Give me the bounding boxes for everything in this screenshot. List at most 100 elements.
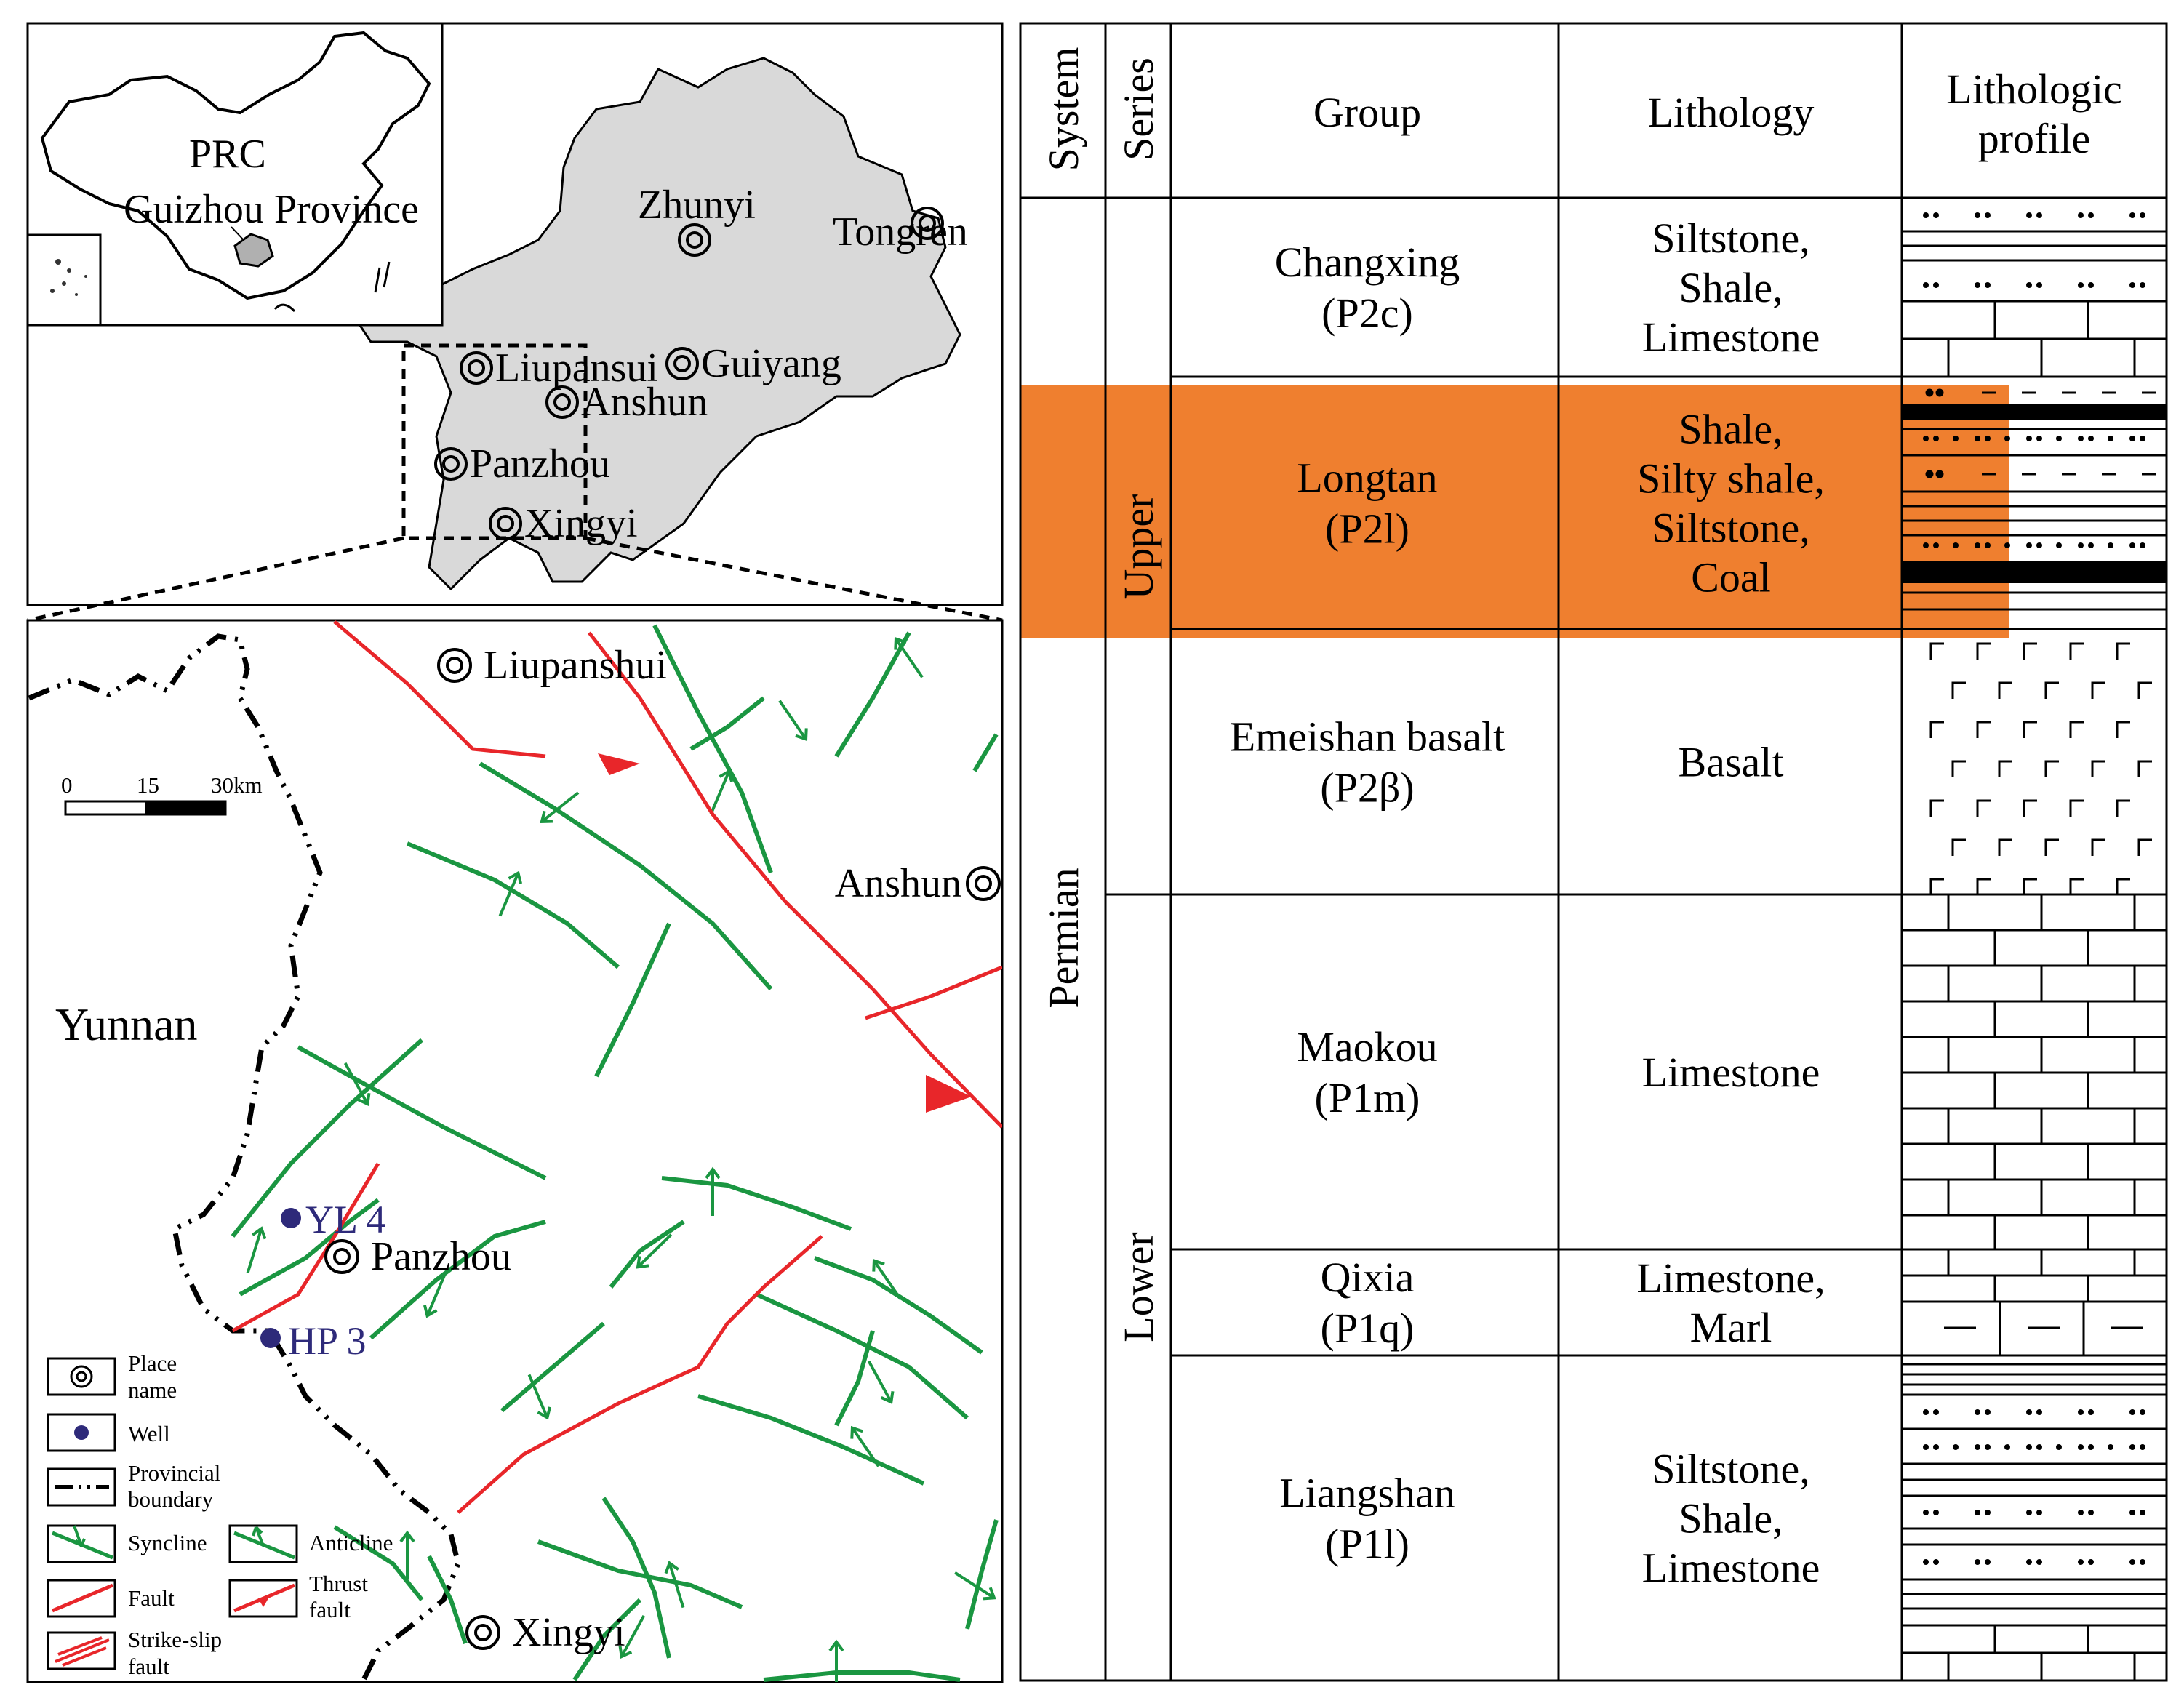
lithology-changxing: Siltstone,Shale,Limestone <box>1642 215 1820 361</box>
inset-map: PRC Guizhou Province ZhunyiTongrenLiupan… <box>26 22 1004 606</box>
lithology-maokou: Limestone <box>1642 1049 1820 1096</box>
group-name-line: Longtan <box>1297 454 1437 502</box>
study-area-box <box>401 343 588 540</box>
group-name-line: (P1l) <box>1325 1521 1409 1568</box>
place-marker-icon <box>545 385 579 419</box>
well-label-hp3: HP 3 <box>288 1319 367 1363</box>
place-panzhou: Panzhou <box>324 1234 511 1279</box>
marl-pattern <box>1944 1302 2143 1355</box>
fold-arrow <box>850 1425 880 1467</box>
lithology-line: Limestone <box>1642 313 1820 361</box>
fold-arrow <box>828 1639 844 1682</box>
group-name-line: (P1q) <box>1321 1305 1415 1352</box>
legend-boundary-1: Provincial <box>128 1460 220 1486</box>
group-changxing: Changxing(P2c) <box>1275 239 1460 337</box>
inset-city-guiyang: Guiyang <box>665 341 841 386</box>
coal-seam <box>1902 561 2167 583</box>
fold-arrow <box>953 1571 996 1601</box>
lithology-line: Coal <box>1691 554 1771 601</box>
legend-strike-slip-1: Strike-slip <box>128 1627 222 1652</box>
siltstone-pattern <box>1923 1510 2145 1515</box>
inset-city-zhunyi: Zhunyi <box>638 183 756 257</box>
yunnan-label: Yunnan <box>55 998 198 1050</box>
fold-arrows <box>246 636 996 1682</box>
fold-arrow <box>664 1561 685 1609</box>
fold-arrow <box>709 769 734 815</box>
fold-arrow <box>399 1530 415 1579</box>
fold-arrow <box>778 700 808 742</box>
place-marker-icon <box>434 447 468 481</box>
place-anshun: Anshun <box>835 861 1001 906</box>
inset-city-label: Tongren <box>833 209 968 255</box>
lithology-qixia: Limestone,Marl <box>1636 1254 1825 1351</box>
inset-city-tongren: Tongren <box>833 207 968 255</box>
fold-axes <box>231 624 999 1682</box>
group-name-line: Emeishan basalt <box>1230 713 1505 761</box>
siltstone-pattern <box>1923 212 2145 218</box>
lithology-line: Limestone, <box>1636 1254 1825 1302</box>
group-name-line: (P1m) <box>1315 1074 1420 1121</box>
fold-arrow <box>498 870 523 917</box>
limestone-pattern <box>1902 894 2167 1249</box>
inset-city-label: Xingyi <box>524 501 638 546</box>
zoom-line-right <box>585 536 1003 622</box>
place-xingyi: Xingyi <box>465 1610 625 1655</box>
header-group: Group <box>1313 89 1421 136</box>
lithology-emeishan-basalt: Basalt <box>1679 739 1784 786</box>
system-permian: Permian <box>1040 868 1087 1008</box>
group-name-line: (P2β) <box>1320 764 1414 812</box>
group-maokou: Maokou(P1m) <box>1297 1023 1437 1121</box>
lithology-line: Shale, <box>1679 406 1783 453</box>
inset-city-label: Panzhou <box>470 441 610 486</box>
place-label: Anshun <box>835 861 961 906</box>
series-upper: Upper <box>1115 494 1162 600</box>
place-name-icon <box>70 1365 93 1388</box>
group-name-line: (P2c) <box>1321 289 1413 337</box>
inset-city-label: Anshun <box>581 380 708 425</box>
inset-city-label: Guiyang <box>701 341 841 386</box>
header-profile-2: profile <box>1978 115 2091 162</box>
prc-label: PRC <box>189 132 266 177</box>
lithology-line: Siltstone, <box>1652 1446 1810 1493</box>
lithology-line: Limestone <box>1642 1545 1820 1592</box>
lithologic-profile <box>1902 212 2167 1681</box>
group-name-line: Liangshan <box>1279 1470 1455 1517</box>
guizhou-province-label: Guizhou Province <box>124 187 419 232</box>
siltstone-pattern <box>1923 1559 2145 1565</box>
fold-arrow <box>343 1062 371 1107</box>
place-liupanshui: Liupanshui <box>437 643 667 688</box>
legend-thrust-2: fault <box>309 1597 351 1622</box>
place-marker-icon <box>324 1239 359 1274</box>
scale-tick-15: 15 <box>137 772 159 798</box>
stratigraphic-column: System Series Group Lithology Lithologic… <box>1019 22 2168 1682</box>
inset-city-label: Zhunyi <box>638 183 756 228</box>
legend: Place name Well Provincial boundary Sync… <box>47 1350 393 1679</box>
china-outline <box>40 31 431 300</box>
inset-city-panzhou: Panzhou <box>434 441 610 486</box>
well-marker-yl4 <box>281 1208 301 1228</box>
lithology-line: Marl <box>1690 1304 1772 1351</box>
limestone-pattern <box>1902 1249 2167 1302</box>
strike-slip-fault-icon <box>55 1636 110 1667</box>
header-system: System <box>1040 47 1087 172</box>
zoom-line-left <box>27 536 404 622</box>
lithology-line: Shale, <box>1679 1495 1783 1542</box>
lithology-line: Silty shale, <box>1637 455 1825 502</box>
series-lower: Lower <box>1115 1232 1162 1342</box>
place-label: Liupanshui <box>484 643 667 688</box>
scale-tick-30km: 30km <box>211 772 263 798</box>
basalt-pattern <box>1929 642 2152 895</box>
legend-strike-slip-2: fault <box>128 1654 169 1679</box>
siltstone-pattern <box>1923 1409 2145 1415</box>
siltstone-pattern <box>1923 1444 2145 1450</box>
place-marker-icon <box>437 648 472 683</box>
coal-seam <box>1902 404 2167 420</box>
shale-pattern <box>1925 470 2156 478</box>
legend-well: Well <box>128 1421 170 1446</box>
fold-arrow <box>540 791 580 823</box>
lithology-liangshan: Siltstone,Shale,Limestone <box>1642 1446 1820 1592</box>
well-label-yl4: YL 4 <box>305 1198 385 1241</box>
inset-city-xingyi: Xingyi <box>489 501 638 546</box>
